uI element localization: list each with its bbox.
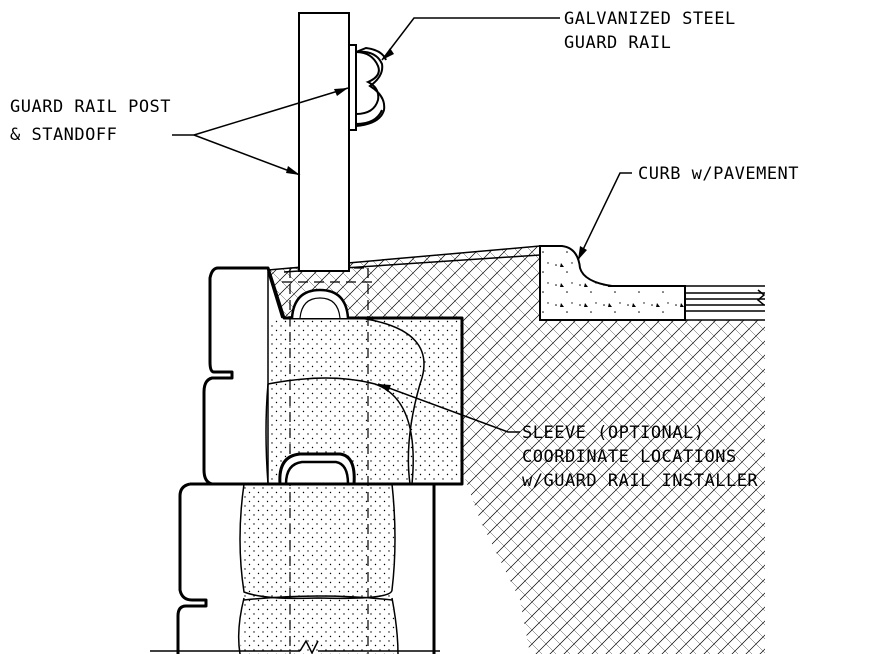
lower-wall-block [150, 482, 440, 654]
callout-curb-line-1: CURB w/PAVEMENT [638, 164, 799, 184]
leader-sleeve [377, 383, 520, 433]
w-beam-rail [355, 46, 387, 127]
leader-rail [381, 17, 560, 61]
leader-post [172, 87, 349, 176]
callout-sleeve: SLEEVE (OPTIONAL) COORDINATE LOCATIONS w… [522, 423, 758, 491]
callout-curb: CURB w/PAVEMENT [638, 164, 799, 184]
callout-sleeve-line-2: COORDINATE LOCATIONS [522, 447, 737, 467]
pavement-layers [685, 285, 766, 321]
leader-curb [577, 172, 632, 261]
drain-pipe-upper [290, 288, 350, 319]
upper-wall-block [202, 266, 464, 486]
callout-rail-line-1: GALVANIZED STEEL [564, 9, 736, 29]
callout-post-line-2: & STANDOFF [10, 125, 117, 145]
callout-post: GUARD RAIL POST & STANDOFF [10, 97, 171, 145]
callout-sleeve-line-3: w/GUARD RAIL INSTALLER [522, 471, 758, 491]
callout-rail-line-2: GUARD RAIL [564, 33, 671, 53]
callout-rail: GALVANIZED STEEL GUARD RAIL [564, 9, 736, 53]
curb-pavement [539, 245, 766, 321]
callout-post-line-1: GUARD RAIL POST [10, 97, 171, 117]
callout-sleeve-line-1: SLEEVE (OPTIONAL) [522, 423, 705, 443]
guard-rail-post [298, 12, 357, 272]
drain-pipe-lower [278, 452, 356, 486]
